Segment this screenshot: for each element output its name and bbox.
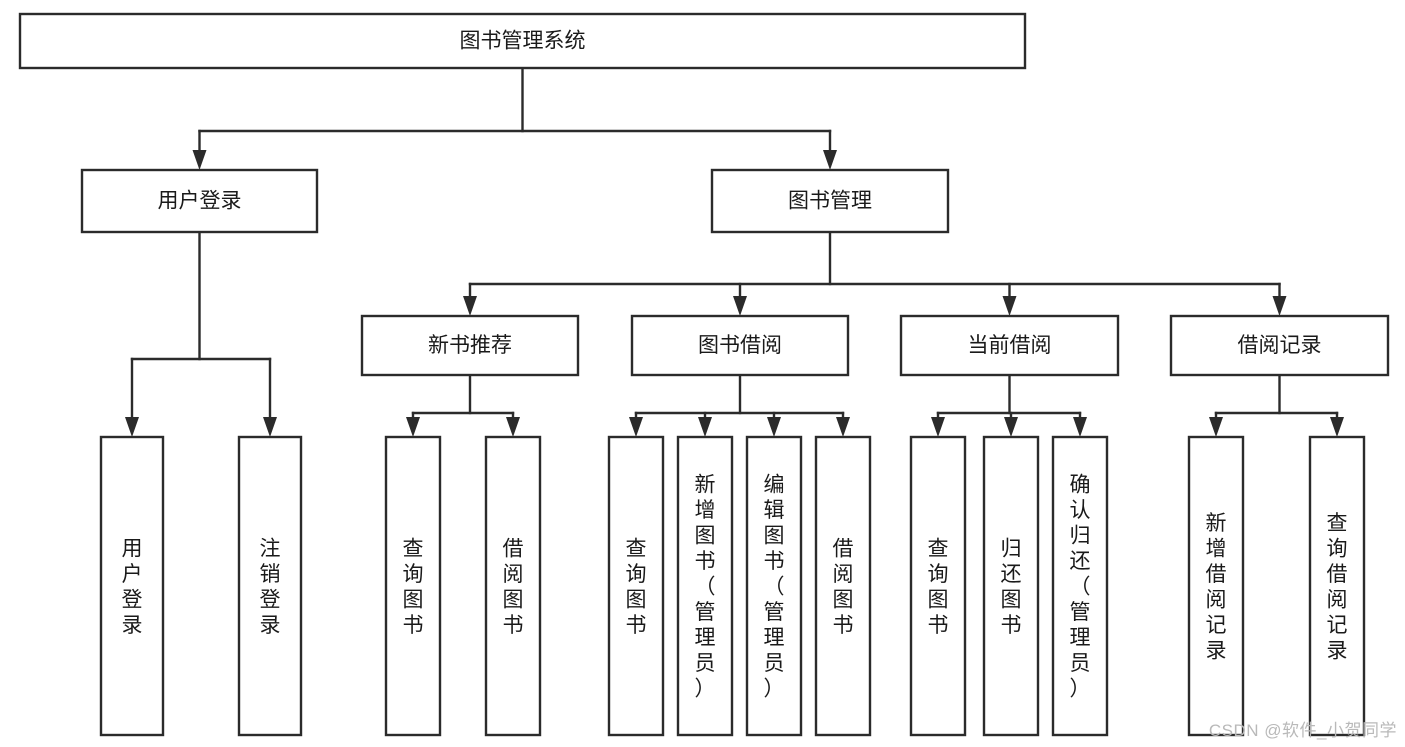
arrow-head-icon	[506, 417, 520, 437]
node-leaf-user-login[interactable]: 用户登录	[99, 435, 165, 737]
arrow-head-icon	[1330, 417, 1344, 437]
node-leaf-borrow-book-2[interactable]: 借阅图书	[814, 435, 872, 737]
node-label: 新书推荐	[428, 334, 512, 357]
arrow-head-icon	[192, 150, 207, 170]
node-leaf-logout-login[interactable]: 注销登录	[237, 435, 303, 737]
node-box	[1187, 435, 1245, 737]
node-box	[982, 435, 1040, 737]
node-label: 借阅记录	[1238, 334, 1322, 357]
arrow-head-icon	[463, 296, 477, 316]
arrow-head-icon	[1073, 417, 1087, 437]
arrow-head-icon	[931, 417, 945, 437]
node-borrow[interactable]: 图书借阅	[630, 314, 850, 377]
node-label: 查询借阅记录	[1327, 512, 1348, 663]
node-box	[99, 435, 165, 737]
node-leaf-query-book-2[interactable]: 查询图书	[607, 435, 665, 737]
node-bookmgmt[interactable]: 图书管理	[710, 168, 950, 234]
arrow-head-icon	[125, 417, 139, 437]
arrow-head-icon	[823, 150, 837, 170]
node-leaf-query-book-1[interactable]: 查询图书	[384, 435, 442, 737]
node-box	[710, 168, 950, 234]
node-newbook[interactable]: 新书推荐	[360, 314, 580, 377]
node-leaf-query-record[interactable]: 查询借阅记录	[1308, 435, 1366, 737]
node-box	[237, 435, 303, 737]
node-box	[676, 435, 734, 737]
node-login[interactable]: 用户登录	[80, 168, 319, 234]
node-box	[745, 435, 803, 737]
arrow-head-icon	[1004, 417, 1018, 437]
node-label: 注销登录	[260, 537, 281, 637]
node-label: 新增图书（管理员）	[695, 474, 716, 701]
node-leaf-add-record[interactable]: 新增借阅记录	[1187, 435, 1245, 737]
node-box	[484, 435, 542, 737]
nodes-layer: 图书管理系统用户登录图书管理新书推荐图书借阅当前借阅借阅记录用户登录注销登录查询…	[18, 12, 1390, 737]
node-leaf-edit-book[interactable]: 编辑图书（管理员）	[745, 435, 803, 737]
arrow-head-icon	[733, 296, 747, 316]
node-leaf-return-book[interactable]: 归还图书	[982, 435, 1040, 737]
node-leaf-add-book[interactable]: 新增图书（管理员）	[676, 435, 734, 737]
node-box	[630, 314, 850, 377]
node-label: 新增借阅记录	[1206, 512, 1227, 663]
node-label: 归还图书	[1001, 537, 1022, 637]
node-records[interactable]: 借阅记录	[1169, 314, 1390, 377]
node-label: 确认归还（管理员）	[1070, 474, 1091, 701]
node-box	[384, 435, 442, 737]
node-box	[18, 12, 1027, 70]
node-box	[360, 314, 580, 377]
node-label: 借阅图书	[503, 537, 524, 637]
node-label: 查询图书	[403, 537, 424, 637]
node-label: 图书借阅	[698, 334, 782, 357]
node-box	[1169, 314, 1390, 377]
arrow-head-icon	[263, 417, 277, 437]
node-label: 图书管理	[788, 190, 872, 213]
arrow-head-icon	[629, 417, 643, 437]
node-leaf-borrow-book-1[interactable]: 借阅图书	[484, 435, 542, 737]
node-box	[1308, 435, 1366, 737]
node-box	[607, 435, 665, 737]
node-label: 当前借阅	[968, 334, 1052, 357]
arrow-head-icon	[1272, 296, 1287, 316]
node-label: 查询图书	[928, 537, 949, 637]
arrow-head-icon	[1209, 417, 1223, 437]
node-leaf-confirm-return[interactable]: 确认归还（管理员）	[1051, 435, 1109, 737]
node-box	[909, 435, 967, 737]
node-leaf-query-book-3[interactable]: 查询图书	[909, 435, 967, 737]
node-label: 借阅图书	[833, 537, 854, 637]
arrow-head-icon	[767, 417, 781, 437]
edges-layer	[125, 66, 1344, 437]
node-label: 用户登录	[122, 537, 143, 637]
node-root[interactable]: 图书管理系统	[18, 12, 1027, 70]
node-box	[899, 314, 1120, 377]
node-current[interactable]: 当前借阅	[899, 314, 1120, 377]
node-box	[814, 435, 872, 737]
node-label: 查询图书	[626, 537, 647, 637]
arrow-head-icon	[1002, 296, 1017, 316]
arrow-head-icon	[698, 417, 712, 437]
arrow-head-icon	[836, 417, 850, 437]
node-label: 用户登录	[158, 190, 242, 213]
node-box	[80, 168, 319, 234]
node-box	[1051, 435, 1109, 737]
node-label: 编辑图书（管理员）	[764, 474, 785, 701]
arrow-head-icon	[406, 417, 420, 437]
node-label: 图书管理系统	[460, 30, 586, 53]
